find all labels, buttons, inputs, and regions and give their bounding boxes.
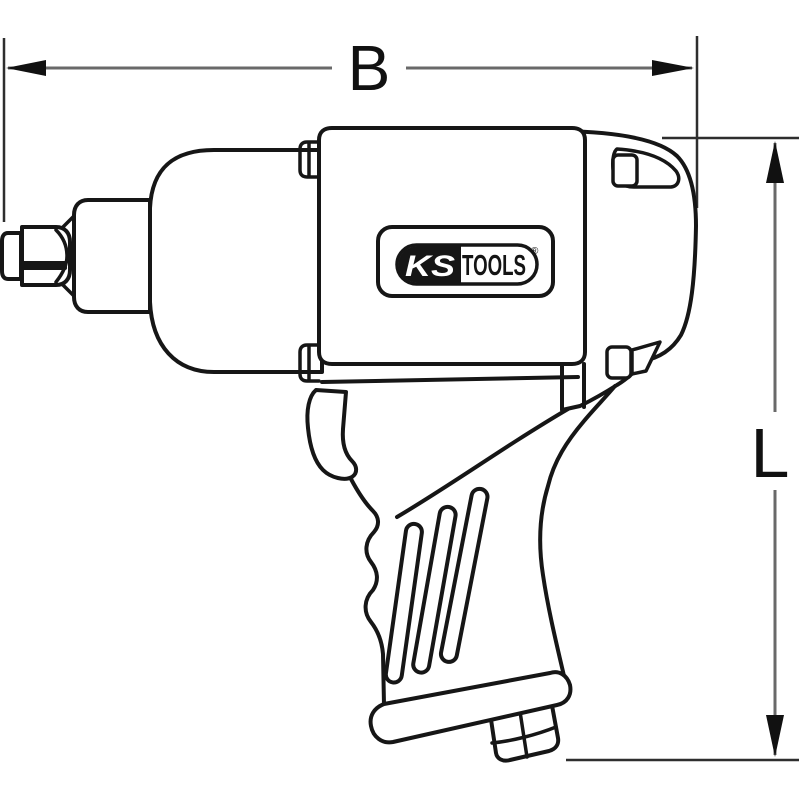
grip-slot-1 [383, 521, 424, 685]
rear-cover [560, 129, 698, 412]
logo-ks-black-field [398, 246, 461, 283]
anvil-face-arc [54, 228, 69, 284]
anvil-body [20, 225, 72, 287]
clip-top [298, 140, 321, 179]
handle-top-seam [320, 375, 580, 384]
trigger [305, 388, 359, 481]
housing-clips [298, 140, 321, 383]
grip-sleeve-top-contour [395, 407, 570, 519]
anvil-ring-groove [21, 261, 67, 270]
clip-bottom [298, 343, 321, 383]
rear-details [605, 147, 681, 380]
length-dimension-label: L [751, 414, 790, 492]
width-dimension-label: B [348, 32, 391, 104]
grip-slot-3 [438, 486, 490, 664]
l-arrow-up-icon [766, 141, 784, 183]
handle-base-plate [368, 670, 573, 745]
impact-wrench-drawing: KS TOOLS ® [0, 126, 698, 763]
handle-front-edge-finger-grooves [349, 477, 386, 707]
b-arrow-right-icon [652, 60, 694, 76]
square-drive [0, 231, 23, 281]
logo-ks-text: KS [405, 250, 455, 283]
handle-rear-edge [538, 384, 617, 678]
handle-grip [320, 362, 617, 707]
rear-lower-tab [605, 345, 633, 380]
front-flange [72, 198, 152, 314]
ks-tools-logo: KS TOOLS ® [376, 225, 555, 298]
dimension-b: B [2, 32, 699, 222]
logo-tools-text: TOOLS [462, 250, 526, 282]
rear-lower-wing [630, 340, 662, 376]
grip-slots [383, 486, 490, 685]
dimension-l: L [566, 136, 799, 762]
grip-slot-2 [411, 504, 458, 675]
b-arrow-left-icon [6, 60, 46, 76]
rear-slot-button [611, 153, 639, 188]
hammer-case [148, 148, 324, 374]
logo-registered-mark: ® [531, 246, 539, 257]
front-end [0, 148, 324, 374]
l-arrow-down-icon [766, 715, 784, 757]
